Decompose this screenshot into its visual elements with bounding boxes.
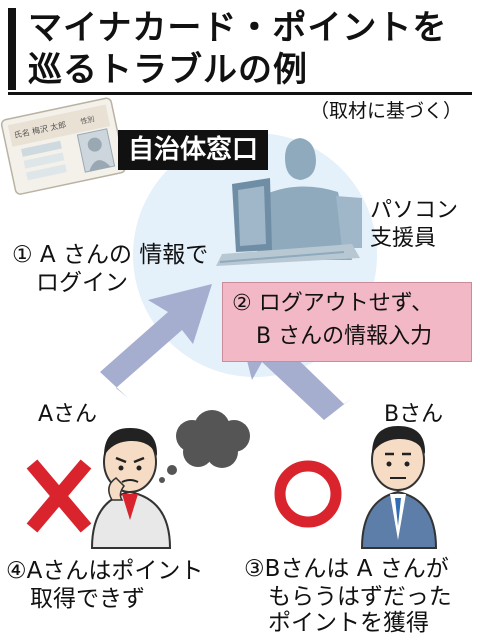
step3-line-3: ポイントを獲得 bbox=[268, 610, 429, 636]
person-a bbox=[90, 410, 250, 549]
staff-label-line-1: パソコン bbox=[370, 198, 459, 223]
title-rule bbox=[8, 92, 472, 95]
my-number-card: 氏名 梅沢 太郎 性別 bbox=[0, 97, 126, 195]
step2-line-2: B さんの情報入力 bbox=[256, 324, 433, 349]
title-accent-bar bbox=[8, 8, 16, 90]
desk bbox=[216, 244, 360, 266]
title-line-2: 巡るトラブルの例 bbox=[28, 50, 308, 90]
person-b bbox=[360, 426, 438, 549]
staff-body bbox=[256, 186, 352, 260]
step2-line-1: ② ログアウトせず、 bbox=[232, 291, 434, 316]
office-label: 自治体窓口 bbox=[118, 130, 269, 170]
staff-label-line-2: 支援員 bbox=[370, 226, 437, 251]
circle-mark-icon bbox=[274, 460, 342, 528]
step1-line-1: ① A さんの 情報で bbox=[12, 242, 209, 268]
hand-on-chin bbox=[108, 477, 125, 501]
staff-head bbox=[285, 138, 316, 180]
card-gender-label: 性別 bbox=[80, 114, 96, 126]
person-a-label: Aさん bbox=[38, 402, 98, 427]
desk-and-staff bbox=[216, 138, 362, 266]
step3-line-1: ③Bさんは A さんが bbox=[244, 556, 449, 582]
person-b-label: Bさん bbox=[384, 402, 444, 427]
cross-mark-icon bbox=[26, 459, 92, 533]
step1-line-2: ログイン bbox=[36, 270, 128, 296]
title-line-1: マイナカード・ポイントを bbox=[28, 8, 448, 48]
thought-cloud bbox=[159, 410, 250, 483]
step3-line-2: もらうはずだった bbox=[268, 584, 452, 610]
source-note: （取材に基づく） bbox=[309, 100, 462, 122]
step4-line-1: ④Aさんはポイント bbox=[6, 558, 204, 584]
step4-line-2: 取得できず bbox=[30, 586, 145, 612]
arrow-a-to-office bbox=[100, 284, 212, 398]
step2-box bbox=[222, 282, 472, 362]
